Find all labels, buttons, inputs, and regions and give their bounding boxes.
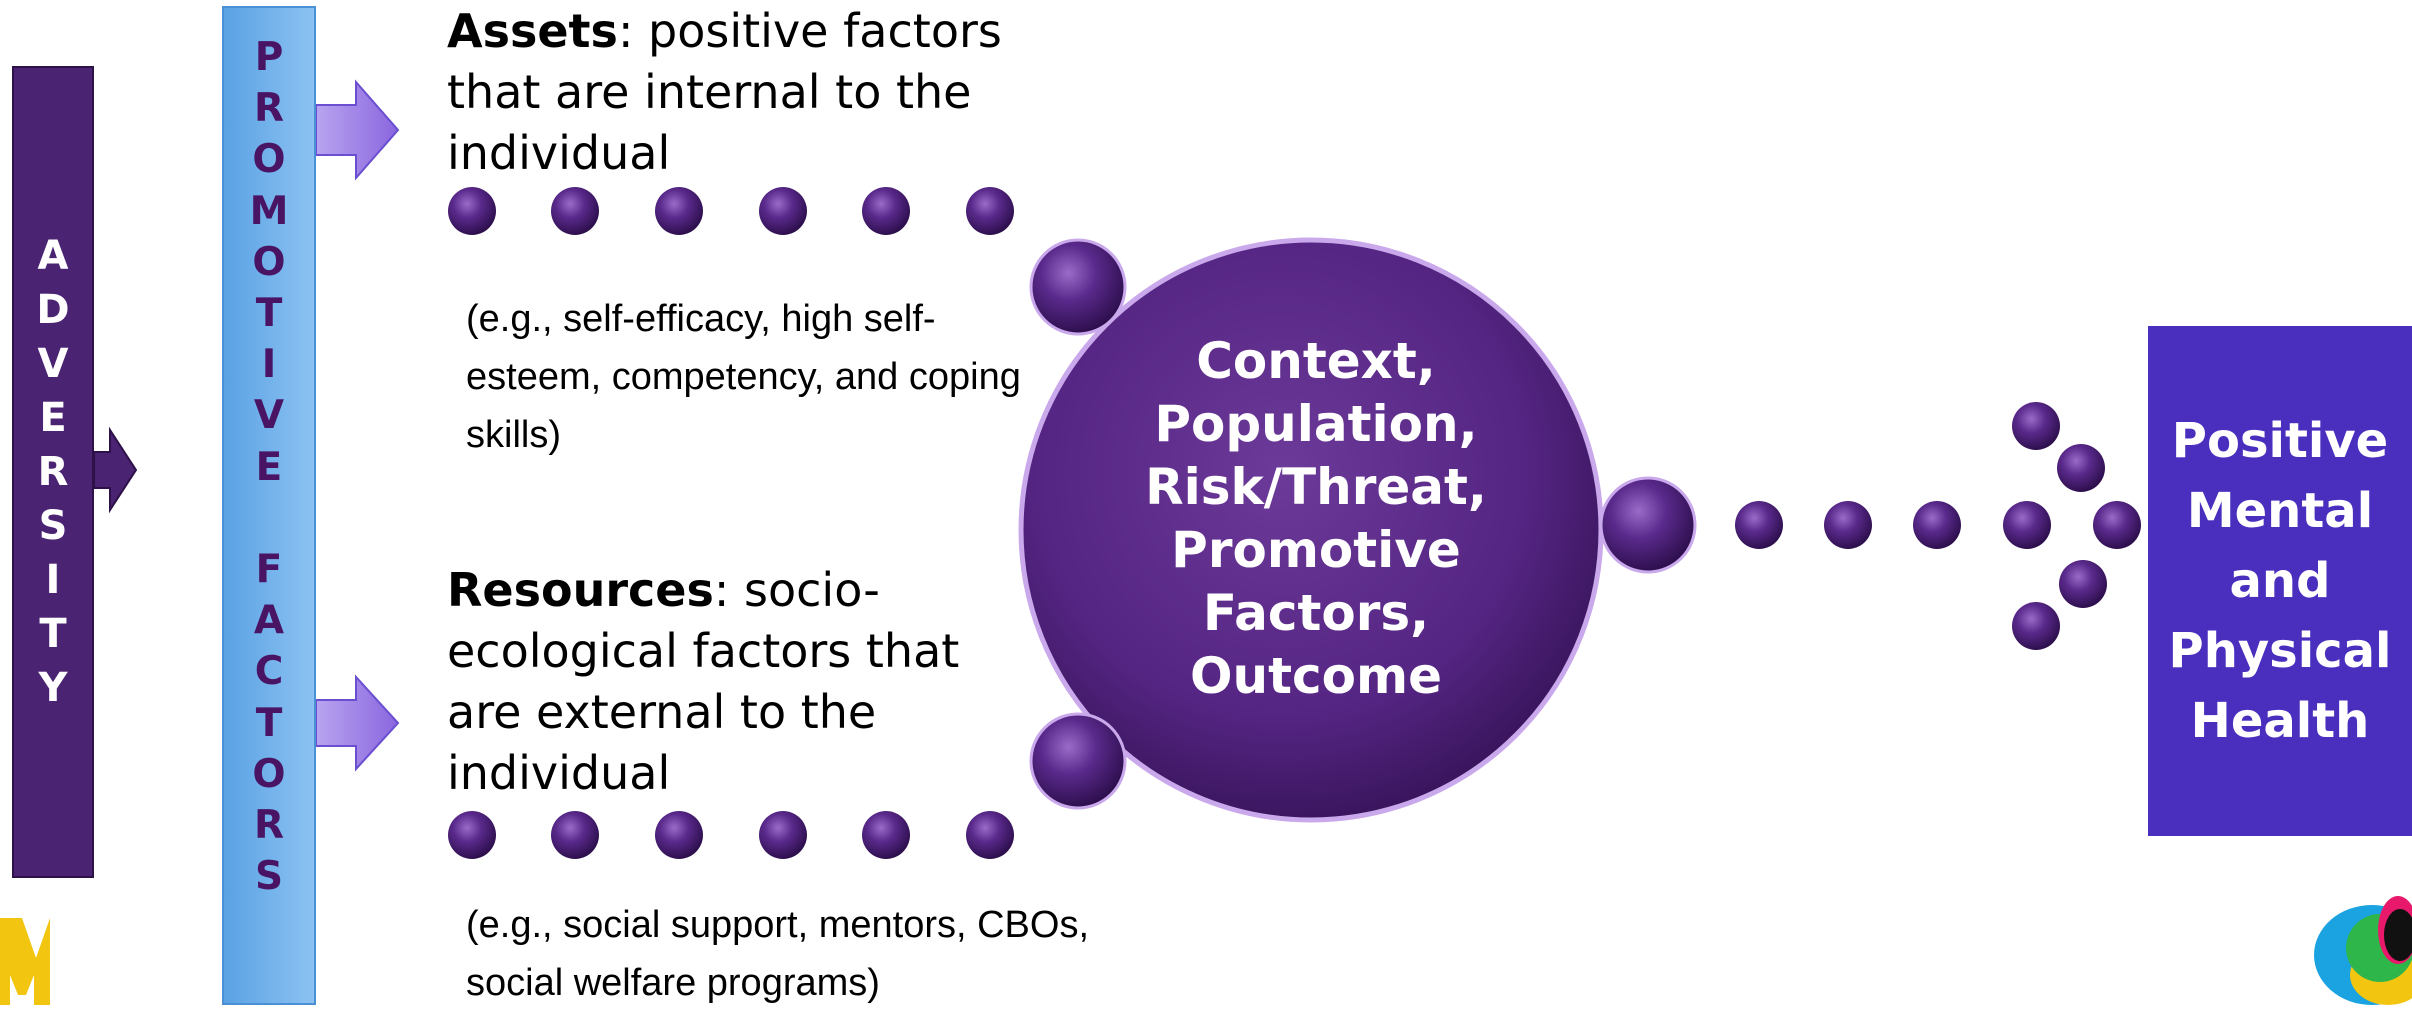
dot xyxy=(448,187,496,235)
promotive-letter: M xyxy=(249,188,289,234)
dot xyxy=(1913,501,1961,549)
dot xyxy=(2012,402,2060,450)
yellow-m-logo xyxy=(0,918,50,1005)
assets-title: Assets xyxy=(447,4,618,58)
adversity-letter: E xyxy=(39,395,67,441)
resources-title: Resources xyxy=(447,563,714,617)
assets-example: (e.g., self-efficacy, high self-esteem, … xyxy=(466,298,1021,456)
promotive-letter: S xyxy=(254,854,284,900)
promotive-letter: T xyxy=(255,291,283,337)
dot xyxy=(862,811,910,859)
promotive-letter: O xyxy=(252,137,286,183)
dot xyxy=(655,811,703,859)
assets-description: : positive factors that are internal to … xyxy=(447,4,1002,180)
adversity-letter: R xyxy=(37,449,69,495)
adversity-letter: T xyxy=(39,611,67,657)
center-label: Context, Population, Risk/Threat, Promot… xyxy=(1145,332,1487,705)
arrow-to-assets xyxy=(315,79,400,181)
promotive-letter: C xyxy=(254,649,284,695)
adversity-letter: Y xyxy=(38,665,68,711)
assets-heading: Assets: positive factors that are intern… xyxy=(447,1,1027,184)
arrow-to-resources xyxy=(315,674,400,772)
dot xyxy=(551,811,599,859)
dot xyxy=(2093,501,2141,549)
dot xyxy=(551,187,599,235)
dot xyxy=(1735,501,1783,549)
promotive-letter: V xyxy=(253,393,285,439)
promotive-letter: O xyxy=(252,239,286,285)
connector-circle xyxy=(1029,238,1127,336)
outcome-dot-arrow xyxy=(1735,402,2141,650)
dot xyxy=(448,811,496,859)
connector-circle xyxy=(1599,476,1697,574)
connector-circles xyxy=(1029,238,1697,810)
promotive-letter: R xyxy=(253,86,285,132)
outcome-label: Positive Mental and Physical Health xyxy=(2168,413,2392,749)
assets-dot-row xyxy=(448,187,1014,235)
promotive-letter xyxy=(262,499,276,538)
adversity-letter: D xyxy=(36,287,70,333)
promotive-letter: I xyxy=(261,342,277,388)
dot xyxy=(966,187,1014,235)
adversity-letter: A xyxy=(37,233,69,279)
dot xyxy=(2057,444,2105,492)
promotive-letter: R xyxy=(253,802,285,848)
resources-heading: Resources: socio-ecological factors that… xyxy=(447,560,1027,804)
dot xyxy=(759,187,807,235)
dot xyxy=(2012,602,2060,650)
dot xyxy=(862,187,910,235)
resources-dot-row xyxy=(448,811,1014,859)
adversity-letter: I xyxy=(45,557,61,603)
dot xyxy=(966,811,1014,859)
right-arrow-icon xyxy=(93,426,138,514)
dot xyxy=(2003,501,2051,549)
adversity-letter: S xyxy=(38,503,68,549)
outcome-box: Positive Mental and Physical Health xyxy=(2148,326,2412,836)
resources-description: : socio-ecological factors that are exte… xyxy=(447,563,960,800)
promotive-letter: P xyxy=(254,35,284,81)
dot xyxy=(2059,560,2107,608)
dot xyxy=(655,187,703,235)
dot xyxy=(1824,501,1872,549)
resources-example: (e.g., social support, mentors, CBOs, so… xyxy=(466,904,1090,1004)
adversity-letter: V xyxy=(37,341,69,387)
promotive-letter: E xyxy=(255,444,283,490)
promotive-letter: F xyxy=(255,546,283,592)
promotive-letter: O xyxy=(252,751,286,797)
promotive-letter: T xyxy=(255,700,283,746)
dot xyxy=(759,811,807,859)
multicolor-blob-logo xyxy=(2314,896,2412,1005)
connector-circle xyxy=(1029,712,1127,810)
promotive-letter: A xyxy=(253,598,285,644)
